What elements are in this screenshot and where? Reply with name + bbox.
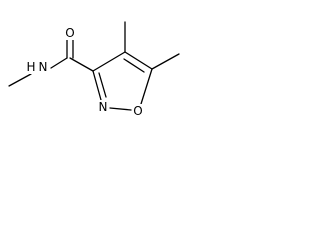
bond-c4-c3 bbox=[92, 51, 126, 72]
amide-h-label: H bbox=[25, 60, 37, 74]
bond-methyl-n bbox=[8, 73, 32, 87]
carbonyl-o-label: O bbox=[64, 26, 76, 40]
amide-n-label: N bbox=[37, 60, 49, 74]
bond-c5-c4-1 bbox=[124, 51, 153, 70]
bond-n-o bbox=[109, 107, 132, 111]
ring-n-label: N bbox=[97, 100, 109, 114]
bond-c5-methyl bbox=[151, 53, 180, 70]
ring-o-label: O bbox=[132, 104, 144, 118]
structure-canvas: N H O N O bbox=[0, 0, 192, 125]
bond-carbonyl-c3 bbox=[69, 57, 94, 72]
bond-o-c5 bbox=[140, 68, 153, 105]
bond-c3-n-2 bbox=[98, 72, 107, 98]
bond-c5-c4-2 bbox=[123, 58, 145, 73]
bond-c3-n-1 bbox=[92, 70, 102, 101]
molecule-structure bbox=[8, 21, 180, 111]
bond-n-carbonyl bbox=[50, 57, 68, 69]
